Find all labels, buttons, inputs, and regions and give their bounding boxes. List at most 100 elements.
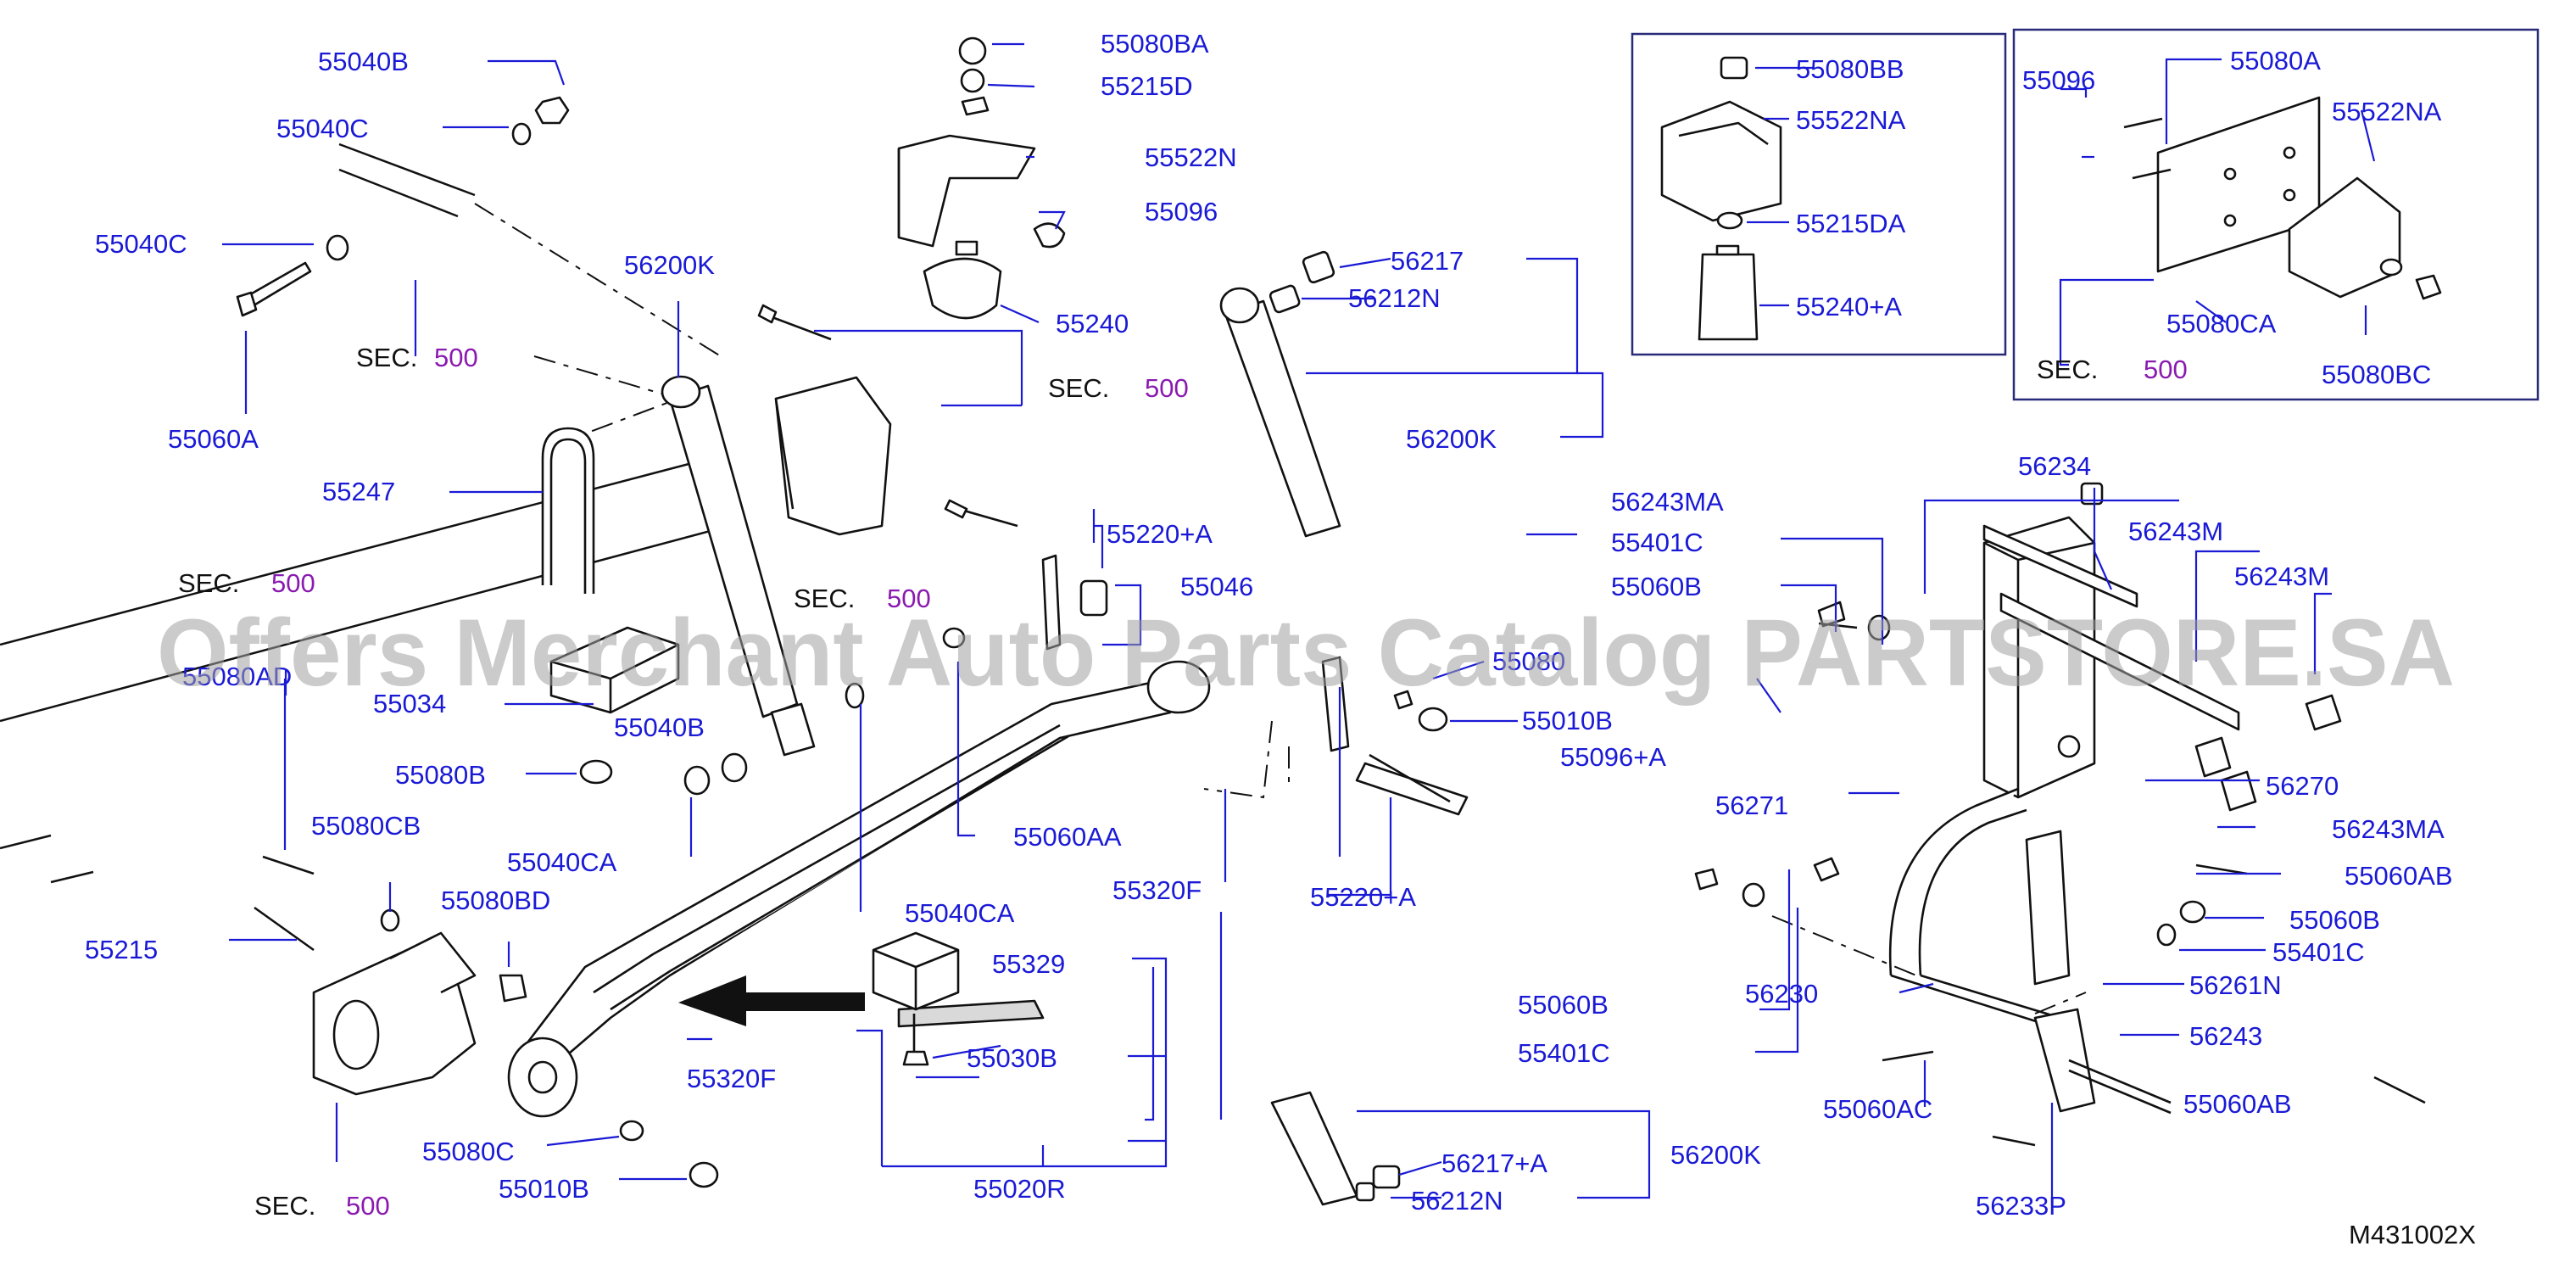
diagram-code: M431002X — [2349, 1220, 2476, 1249]
callout-55320F-a: 55320F — [1112, 875, 1202, 905]
callout-55060AB-b: 55060AB — [2183, 1089, 2292, 1119]
callout-56200K-b: 56200K — [1406, 424, 1497, 454]
shock-absorber-center — [1219, 250, 1341, 538]
callout-55034: 55034 — [373, 689, 446, 718]
callout-56217A: 56217+A — [1441, 1148, 1547, 1178]
callout-55040C-a: 55040C — [276, 114, 369, 143]
callout-55030B: 55030B — [967, 1043, 1057, 1073]
u-bolt — [541, 427, 595, 594]
callout-55240A: 55240+A — [1796, 292, 1902, 321]
callout-56200K-c: 56200K — [1670, 1140, 1761, 1170]
callout-55010B-b: 55010B — [1522, 706, 1613, 735]
callout-55020R: 55020R — [973, 1174, 1066, 1204]
callout-55040B-b: 55040B — [614, 713, 705, 742]
callout-55080CA: 55080CA — [2166, 309, 2277, 338]
callout-55080BC: 55080BC — [2322, 360, 2431, 389]
leaf-spring — [507, 660, 1211, 1118]
stabilizer-assembly — [1694, 482, 2426, 1147]
watermark-text: Offers Merchant Auto Parts Catalog PARTS… — [157, 600, 2455, 706]
callout-55080BD: 55080BD — [441, 886, 550, 915]
rear-hanger-bracket — [897, 36, 1066, 320]
spring-seat — [549, 626, 680, 714]
callout-56243MA-b: 56243MA — [2332, 814, 2445, 844]
section-ref-number: 500 — [271, 568, 315, 598]
shock-absorber-bottom — [1270, 1091, 1401, 1206]
shock-absorber-left — [661, 375, 816, 757]
direction-arrow — [678, 975, 865, 1026]
callout-55060A: 55060A — [168, 424, 259, 454]
section-ref-word: SEC. — [178, 568, 239, 598]
section-references: SEC. 500 SEC. 500 SEC. 500 SEC. 500 SEC.… — [178, 343, 2188, 1221]
leader-lines — [222, 42, 2376, 1204]
callout-55080C: 55080C — [422, 1137, 515, 1166]
callout-56234: 56234 — [2018, 451, 2091, 481]
callout-55060AC: 55060AC — [1823, 1094, 1932, 1124]
callout-55060B-c: 55060B — [1518, 990, 1609, 1020]
inset-box-1 — [1631, 32, 2007, 356]
callout-55401C-b: 55401C — [2272, 937, 2365, 967]
section-ref-number: 500 — [2144, 355, 2188, 384]
callout-55215DA: 55215DA — [1796, 209, 1906, 238]
callout-56243M-b: 56243M — [2234, 562, 2329, 591]
section-ref-word: SEC. — [1048, 373, 1109, 403]
callout-55040CA-a: 55040CA — [507, 847, 617, 877]
callout-56261N: 56261N — [2189, 970, 2282, 1000]
callout-55329: 55329 — [992, 949, 1065, 979]
callout-56271: 56271 — [1715, 791, 1788, 820]
callout-55215D: 55215D — [1101, 71, 1193, 101]
callout-56212N-a: 56212N — [1348, 283, 1441, 313]
callout-55096-a: 55096 — [1145, 197, 1218, 226]
callout-55522NA-a: 55522NA — [1796, 105, 1906, 135]
callout-55010B-a: 55010B — [499, 1174, 589, 1204]
callout-55080-partial: 55080 — [1492, 646, 1565, 676]
section-ref-number: 500 — [1145, 373, 1189, 403]
section-ref-number: 500 — [434, 343, 478, 372]
callout-55220A-a: 55220+A — [1107, 519, 1213, 549]
section-ref-number: 500 — [346, 1191, 390, 1221]
callout-55060B-b: 55060B — [2289, 905, 2380, 935]
callout-56243M-a: 56243M — [2128, 517, 2223, 546]
section-ref-word: SEC. — [2037, 355, 2098, 384]
callout-55522N: 55522N — [1145, 143, 1237, 172]
callout-56243: 56243 — [2189, 1021, 2262, 1051]
spring-bracket — [757, 304, 892, 536]
callout-56217: 56217 — [1391, 246, 1464, 276]
callout-55096A: 55096+A — [1560, 742, 1666, 772]
section-ref-word: SEC. — [356, 343, 417, 372]
callout-labels: 55040B 55040C 55040C 55060A 56200K 55247… — [85, 29, 2453, 1221]
callout-56233P: 56233P — [1976, 1191, 2066, 1221]
callout-55215: 55215 — [85, 935, 158, 964]
callout-56230: 56230 — [1745, 979, 1818, 1009]
callout-55060B-a: 55060B — [1611, 572, 1702, 601]
callout-55522NA-b: 55522NA — [2332, 97, 2442, 126]
callout-55401C-a: 55401C — [1611, 528, 1703, 557]
section-ref-word: SEC. — [254, 1191, 315, 1221]
front-hanger — [312, 931, 477, 1096]
callout-56212N-b: 56212N — [1411, 1186, 1503, 1215]
callout-55096-b: 55096 — [2022, 65, 2095, 95]
callout-55080AD: 55080AD — [182, 662, 292, 691]
callout-55046: 55046 — [1180, 572, 1253, 601]
inset-box-2 — [2012, 28, 2540, 401]
callout-55080CB: 55080CB — [311, 811, 421, 841]
callout-55320F-b: 55320F — [687, 1064, 776, 1093]
callout-55240: 55240 — [1056, 309, 1129, 338]
callout-55060AA: 55060AA — [1013, 822, 1122, 852]
hardware — [236, 96, 1451, 1188]
callout-55040C-b: 55040C — [95, 229, 187, 259]
callout-55080B: 55080B — [395, 760, 486, 790]
callout-56270: 56270 — [2266, 771, 2339, 801]
callout-55060AB-a: 55060AB — [2345, 861, 2453, 891]
callout-55220A-b: 55220+A — [1310, 882, 1416, 912]
callout-55401C-c: 55401C — [1518, 1038, 1610, 1068]
section-ref-number: 500 — [887, 584, 931, 613]
callout-55247: 55247 — [322, 477, 395, 506]
callout-55040B-a: 55040B — [318, 47, 409, 76]
section-ref-word: SEC. — [794, 584, 855, 613]
callout-55080A: 55080A — [2230, 46, 2321, 75]
shackle — [944, 499, 1469, 816]
callout-56200K-a: 56200K — [624, 250, 715, 280]
callout-55080BB: 55080BB — [1796, 54, 1904, 84]
